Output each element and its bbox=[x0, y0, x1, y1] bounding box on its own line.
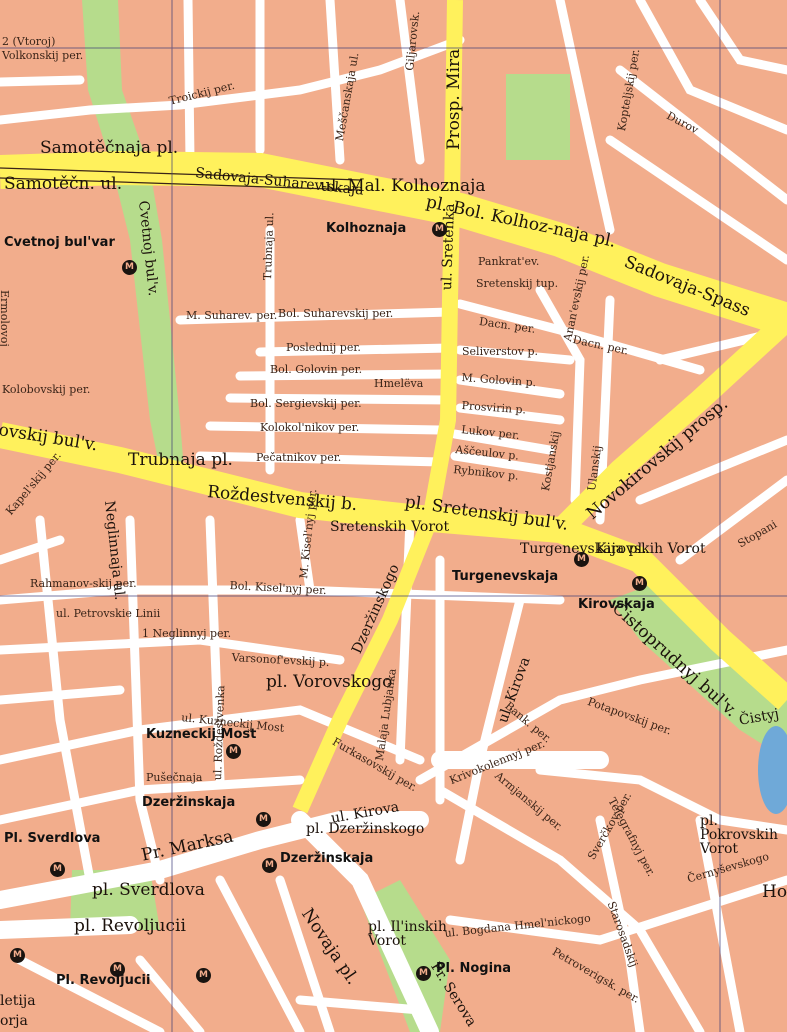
label-volkonskij: Volkonskij per. bbox=[2, 49, 84, 62]
pond-cistye-prudy bbox=[758, 726, 787, 814]
metro-icon[interactable]: M bbox=[196, 968, 211, 983]
metro-label-turgenevskaja[interactable]: Turgenevskaja bbox=[452, 569, 559, 584]
label-trubnaja-ul: Trubnaja ul. bbox=[261, 212, 277, 281]
major-roads bbox=[0, 0, 787, 814]
metro-icon[interactable]: M bbox=[256, 812, 271, 827]
metro-icon[interactable]: M bbox=[50, 862, 65, 877]
label-prosp-mira: Prosp. Mira bbox=[444, 48, 464, 150]
label-pl-vorovskogo: pl. Vorovskogo bbox=[266, 672, 393, 692]
metro-icon[interactable]: M bbox=[110, 962, 125, 977]
label-trubnaja-pl: Trubnaja pl. bbox=[128, 450, 233, 470]
metro-icon[interactable]: M bbox=[432, 222, 447, 237]
label-sretenskij-tup: Sretenskij tup. bbox=[476, 277, 559, 290]
park-kolhoznaja bbox=[506, 74, 570, 160]
label-samotecn-ul: Samotěčn. ul. bbox=[4, 174, 123, 194]
label-pankratevskij: Pankrat'ev. bbox=[478, 255, 540, 268]
label-m-suharevskij: M. Suharev. per. bbox=[186, 309, 278, 322]
label-pusecnaja: Pušečnaja bbox=[146, 771, 203, 784]
metro-icon[interactable]: M bbox=[10, 948, 25, 963]
label-poslednij: Poslednij per. bbox=[286, 341, 361, 354]
label-edge-vtoroj: 2 (Vtoroj) bbox=[2, 35, 56, 48]
metro-icon[interactable]: M bbox=[632, 576, 647, 591]
metro-icon[interactable]: M bbox=[574, 552, 589, 567]
park-cvetnoj-bulvar bbox=[82, 0, 184, 470]
label-pl-dzerzinskogo: pl. Dzeržinskogo bbox=[306, 821, 425, 837]
label-turgenevskaja-pl: Turgenevskaja pl. bbox=[520, 541, 647, 557]
label-pecatnikov: Pečatnikov per. bbox=[256, 451, 342, 464]
label-samotecnaja-pl: Samotěčnaja pl. bbox=[40, 138, 179, 158]
label-bol-suharevskij: Bol. Suharevskij per. bbox=[278, 307, 394, 320]
label-ul-sretenka: ul. Sretenka bbox=[439, 203, 459, 291]
label-edge-letija: letija bbox=[0, 993, 36, 1009]
label-kolobovskij: Kolobovskij per. bbox=[2, 383, 91, 396]
label-edge-ho: Ho bbox=[762, 882, 787, 902]
wide-streets bbox=[0, 751, 609, 1032]
label-petrovskie-linii: ul. Petrovskie Linii bbox=[56, 607, 161, 620]
label-bol-golovin: Bol. Golovin per. bbox=[270, 363, 363, 376]
label-pl-pokrovskih-vorot: pl. Pokrovskih Vorot bbox=[700, 813, 778, 857]
label-sretenskih-vorot: Sretenskih Vorot bbox=[330, 519, 450, 535]
metro-icon[interactable]: M bbox=[122, 260, 137, 275]
label-bol-sergievskij: Bol. Sergievskij per. bbox=[250, 397, 362, 410]
label-rahmanovskij: Rahmanov-skij per. bbox=[30, 577, 137, 590]
label-kirovskih-vorot: Kirovskih Vorot bbox=[596, 541, 706, 557]
label-ilinskih-vorot: pl. Il'inskih Vorot bbox=[368, 919, 447, 949]
label-seliverstov: Seliverstov p. bbox=[462, 345, 539, 358]
metro-label-pl-revoljucii[interactable]: Pl. Revoljucii bbox=[56, 973, 151, 988]
metro-label-pl-nogina[interactable]: Pl. Nogina bbox=[436, 961, 512, 976]
metro-label-kolhoznaja[interactable]: Kolhoznaja bbox=[326, 221, 407, 236]
metro-label-dzerzinskaja-2[interactable]: Dzeržinskaja bbox=[280, 851, 374, 866]
metro-label-dzerzinskaja-1[interactable]: Dzeržinskaja bbox=[142, 795, 236, 810]
label-neglinnyj-per: 1 Neglinnyj per. bbox=[142, 627, 232, 640]
metro-icon[interactable]: M bbox=[416, 966, 431, 981]
metro-label-cvetnoj-bulvar[interactable]: Cvetnoj bul'var bbox=[4, 235, 115, 250]
label-pl-revoljucii: pl. Revoljucii bbox=[74, 916, 186, 936]
label-pl-sverdlova: pl. Sverdlova bbox=[92, 880, 205, 900]
metro-label-kirovskaja[interactable]: Kirovskaja bbox=[578, 597, 655, 612]
label-ermolovoj: Ermolovoj bbox=[0, 290, 11, 347]
label-hmeleva: Hmelëva bbox=[374, 377, 424, 390]
label-mal-kolhoznaja: ul. Mal. Kolhoznaja bbox=[320, 176, 486, 196]
metro-label-pl-sverdlova[interactable]: Pl. Sverdlova bbox=[4, 831, 101, 846]
label-kolokolnikov: Kolokol'nikov per. bbox=[260, 421, 360, 434]
metro-icon[interactable]: M bbox=[262, 858, 277, 873]
label-edge-orja: orja bbox=[0, 1013, 28, 1029]
metro-label-kuzneckij-most[interactable]: Kuzneckij Most bbox=[146, 727, 257, 742]
metro-icon[interactable]: M bbox=[226, 744, 241, 759]
